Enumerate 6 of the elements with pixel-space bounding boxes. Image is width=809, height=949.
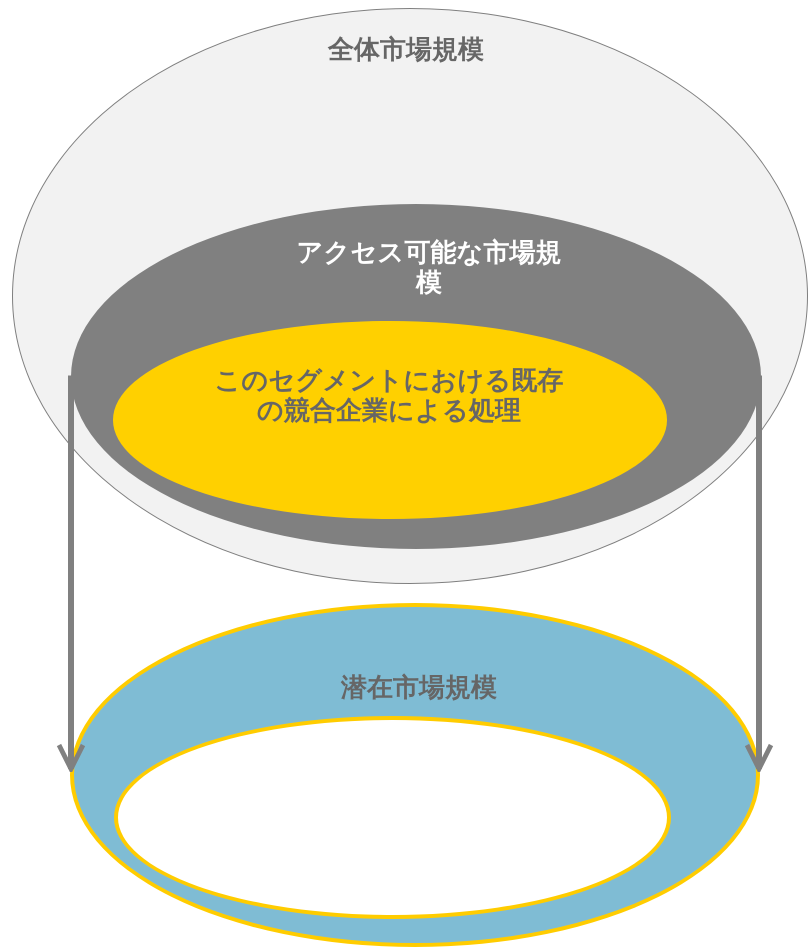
- ellipse-label: アクセス可能な市場規模: [296, 237, 562, 297]
- ellipse-label: このセグメントにおける既存の競合企業による処理: [214, 365, 564, 425]
- arrow: [56, 376, 86, 772]
- ellipse-label: 潜在市場規模: [340, 672, 498, 702]
- ellipse-label: 全体市場規模: [326, 34, 485, 64]
- arrow: [744, 376, 774, 772]
